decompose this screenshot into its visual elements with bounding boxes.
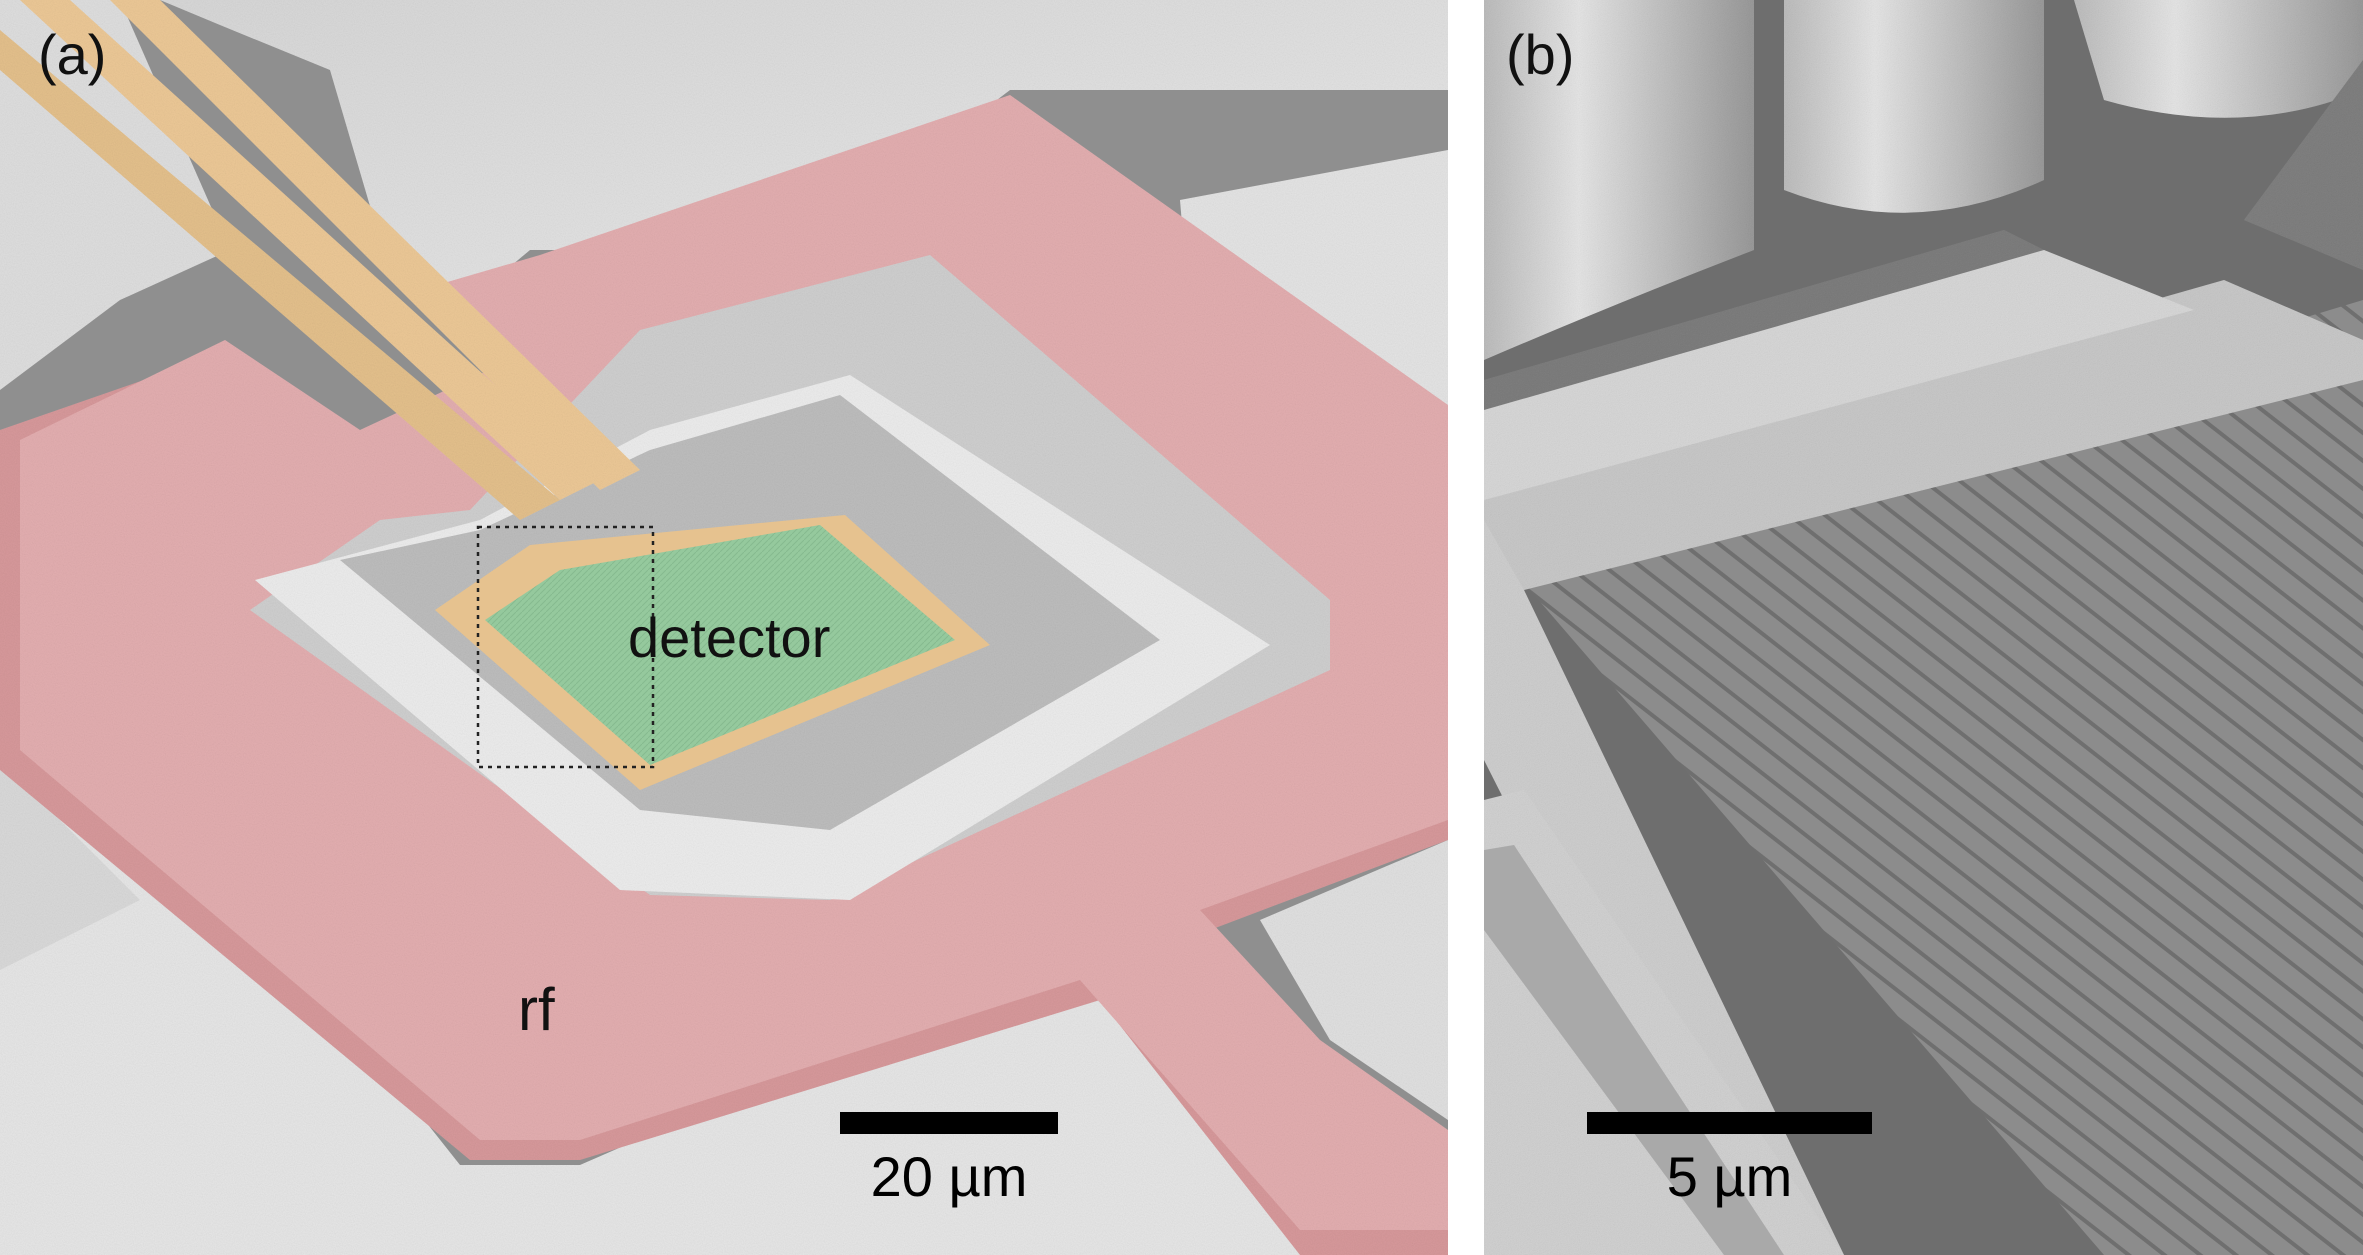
detector-area: [485, 525, 955, 765]
scale-bar-a-label: 20 µm: [870, 1145, 1028, 1208]
panel-b-label: (b): [1506, 23, 1575, 86]
scale-bar-b-line: [1587, 1112, 1872, 1134]
panel-a-label: (a): [38, 23, 107, 86]
gold-wires: [0, 0, 640, 520]
panel-b-micrograph: [1484, 0, 2363, 1255]
border-strips: [1484, 230, 2363, 1255]
panel-b: (b) 5 µm: [1484, 0, 2363, 1255]
panel-a-micrograph: [0, 0, 1448, 1255]
scale-bar-a-line: [840, 1112, 1058, 1134]
rough-block-edge: [1484, 845, 1784, 1255]
rf-label: rf: [518, 976, 555, 1043]
scale-bar-b-label: 5 µm: [1666, 1145, 1793, 1208]
pillars: [1484, 0, 2363, 360]
scale-bar-a: 20 µm: [840, 1112, 1058, 1208]
detector-label: detector: [628, 606, 831, 669]
panel-a: (a) detector rf 20 µm: [0, 0, 1448, 1255]
rough-block: [1484, 790, 1844, 1255]
scale-bar-b: 5 µm: [1587, 1112, 1872, 1208]
